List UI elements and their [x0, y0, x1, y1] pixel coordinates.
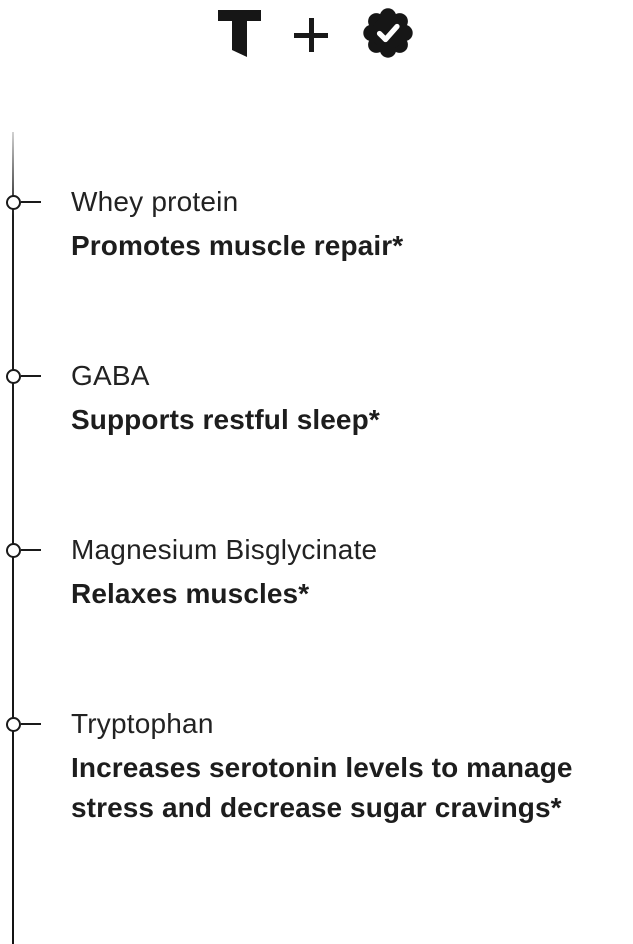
verified-badge-icon [361, 7, 415, 59]
timeline-node-circle-icon [6, 542, 21, 558]
ingredient-benefit: Increases serotonin levels to manage str… [71, 752, 573, 823]
ingredient-name: Tryptophan [71, 708, 214, 739]
timeline-tick [21, 374, 41, 378]
ingredient-item: Whey protein Promotes muscle repair* [6, 181, 622, 266]
ingredient-benefit: Supports restful sleep* [71, 404, 380, 435]
ingredient-benefit: Promotes muscle repair* [71, 230, 404, 261]
timeline-tick [21, 548, 41, 552]
ingredient-item: Tryptophan Increases serotonin levels to… [6, 703, 622, 828]
ingredient-name: Whey protein [71, 186, 239, 217]
timeline-tick [21, 722, 41, 726]
ingredient-name: Magnesium Bisglycinate [71, 534, 378, 565]
plus-icon [294, 18, 328, 52]
timeline-node-circle-icon [6, 716, 21, 732]
ingredient-item: GABA Supports restful sleep* [6, 355, 622, 440]
timeline-rail [12, 132, 14, 944]
ingredient-benefit: Relaxes muscles* [71, 578, 310, 609]
timeline-node-circle-icon [6, 368, 21, 384]
ingredient-name: GABA [71, 360, 150, 391]
brand-lockup [0, 6, 633, 60]
timeline-tick [21, 200, 41, 204]
timeline-node-circle-icon [6, 194, 21, 210]
ingredient-item: Magnesium Bisglycinate Relaxes muscles* [6, 529, 622, 614]
t-logo-icon [218, 9, 261, 57]
ingredient-list: Whey protein Promotes muscle repair* GAB… [6, 181, 622, 828]
